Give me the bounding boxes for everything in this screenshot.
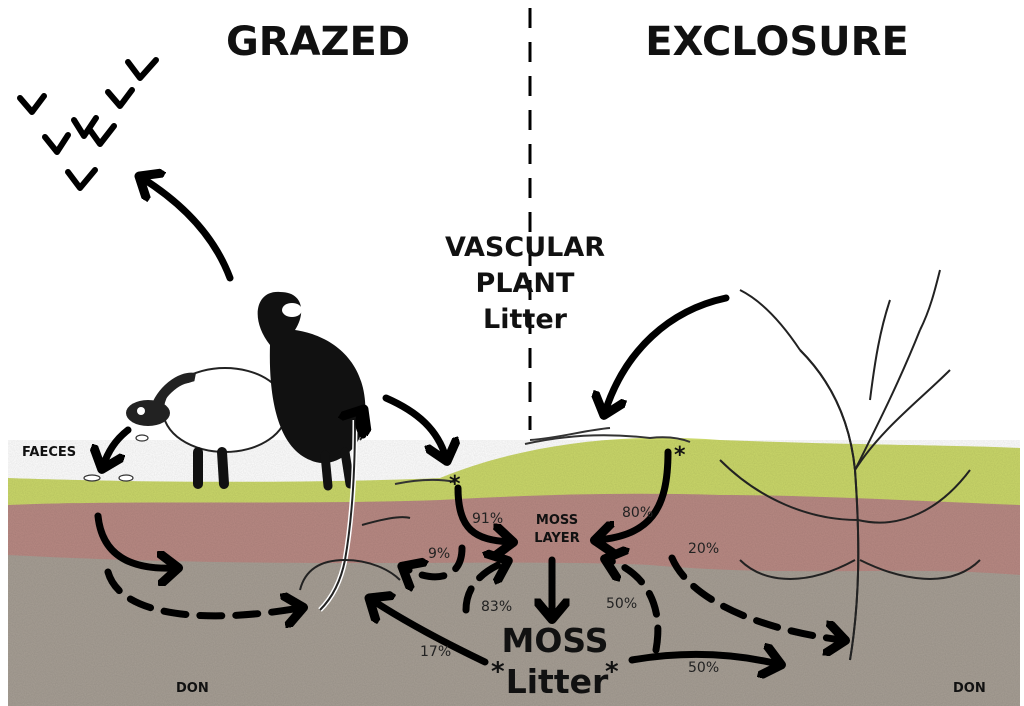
vascular-label-line3: Litter [483, 304, 568, 335]
pct-91: 91% [472, 511, 503, 527]
pct-20: 20% [688, 541, 719, 557]
vascular-label-line2: PLANT [476, 268, 575, 299]
arrow-geese-departing [142, 178, 230, 278]
arrow-exclosure-litter-input [605, 298, 726, 412]
asterisk-exclosure-litter: * [674, 443, 686, 468]
pct-50-upper: 50% [606, 596, 637, 612]
pct-83: 83% [481, 599, 512, 615]
heading-exclosure: EXCLOSURE [645, 19, 909, 65]
asterisk-moss-litter-left: * [491, 657, 505, 687]
pct-9: 9% [428, 546, 450, 562]
pct-17: 17% [420, 644, 451, 660]
moss-litter-label-line2: Litter [506, 662, 609, 701]
asterisk-moss-litter-right: * [605, 657, 619, 687]
don-right-label: DON [953, 681, 986, 696]
faeces-label: FAECES [22, 445, 76, 460]
moss-layer-label-line2: LAYER [534, 531, 579, 546]
moss-layer-label-line1: MOSS [536, 513, 578, 528]
heading-grazed: GRAZED [226, 19, 410, 65]
flying-geese-icon [20, 60, 156, 188]
moss-litter-label-line1: MOSS [502, 621, 609, 660]
pct-80: 80% [622, 505, 653, 521]
asterisk-grazed-litter: * [449, 472, 461, 497]
vascular-label-line1: VASCULAR [445, 232, 605, 263]
don-left-label: DON [176, 681, 209, 696]
pct-50-lower: 50% [688, 660, 719, 676]
